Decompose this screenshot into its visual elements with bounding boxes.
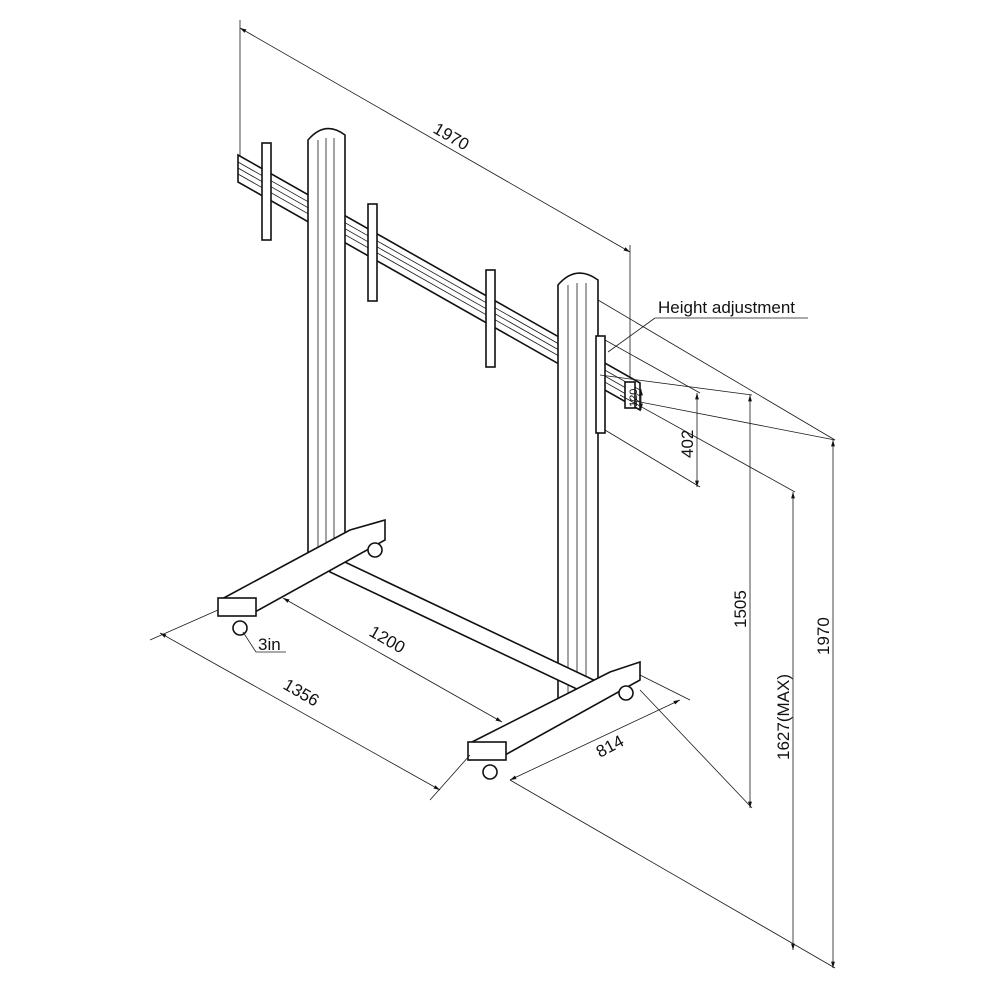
inner-span-label: 1200 [366, 622, 408, 657]
caster-callout: 3in [242, 631, 286, 654]
height-adjustment-callout: Height adjustment 120 [607, 298, 808, 410]
overall-height-label: 1970 [814, 617, 833, 655]
dimension-overall-height: 1970 [814, 440, 835, 968]
extension-lines [509, 299, 836, 969]
right-pillar [557, 272, 599, 701]
mount-range-label: 402 [678, 430, 697, 458]
height-adjustment-label: Height adjustment [658, 298, 795, 317]
base-width-label: 1356 [280, 675, 322, 710]
caster-wheel [232, 620, 248, 636]
left-pillar [307, 127, 346, 556]
dimension-base-width: 1356 [149, 609, 471, 801]
vesa-plates [261, 142, 636, 434]
min-height-label: 1505 [731, 590, 750, 628]
dimension-min-height: 1505 [731, 395, 752, 808]
base-depth-label: 814 [593, 731, 627, 761]
max-height-label: 1627(MAX) [774, 674, 793, 760]
dimension-max-height: 1627(MAX) [774, 492, 795, 950]
caster-label: 3in [258, 635, 281, 654]
dimension-mount-range: 402 [678, 393, 699, 487]
adjust-step-label: 120 [628, 389, 640, 407]
